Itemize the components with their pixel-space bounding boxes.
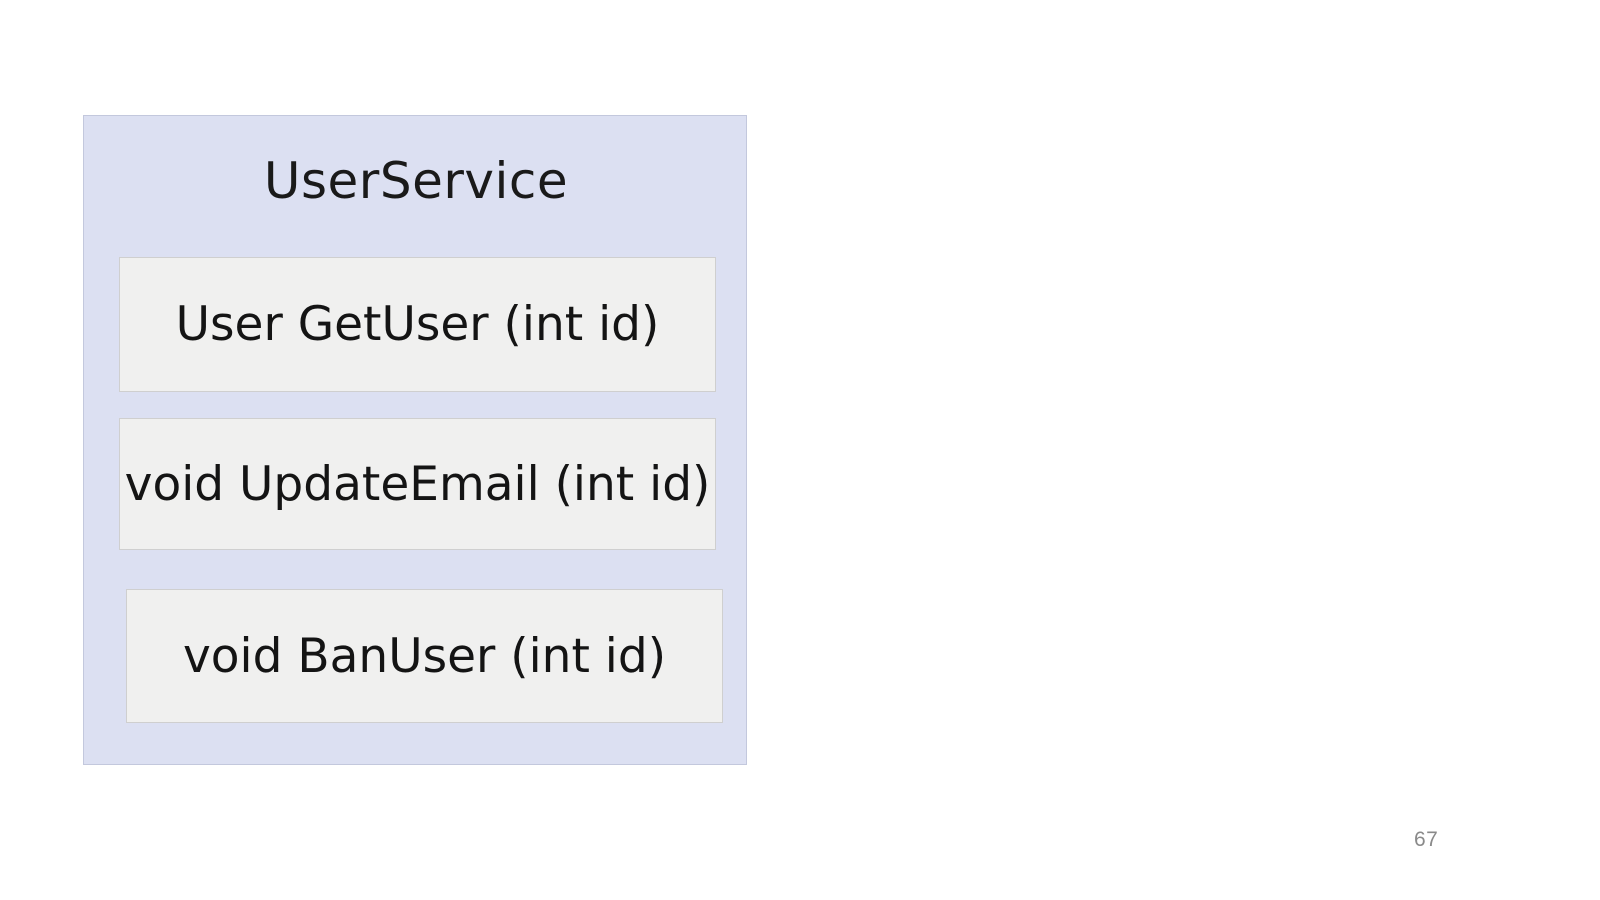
method-row-3[interactable]: void BanUser (int id) [126, 589, 723, 723]
method-signature-label: void UpdateEmail (int id) [124, 456, 711, 512]
method-signature-label: User GetUser (int id) [175, 297, 660, 352]
method-signature-label: void BanUser (int id) [182, 628, 667, 684]
page-number: 67 [1414, 828, 1439, 851]
class-name-label: UserService [263, 152, 569, 210]
method-row-2[interactable]: void UpdateEmail (int id) [119, 418, 716, 550]
method-row-1[interactable]: User GetUser (int id) [119, 257, 716, 392]
uml-class-box-userservice[interactable]: UserService User GetUser (int id) void U… [83, 115, 747, 765]
